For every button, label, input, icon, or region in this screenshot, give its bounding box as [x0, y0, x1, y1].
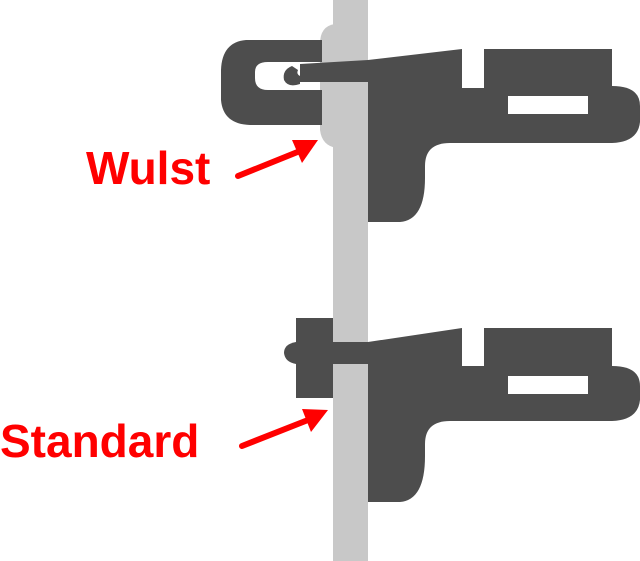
label-wulst: Wulst — [86, 142, 210, 194]
arrow-wulst-shaft — [235, 148, 303, 179]
wulst-slot — [508, 96, 588, 114]
wulst-hook — [221, 40, 322, 125]
panel — [333, 0, 368, 561]
standard-clip-body — [296, 328, 640, 502]
annotation-standard: Standard — [0, 409, 328, 467]
wulst-arm — [322, 64, 368, 82]
standard-arm — [333, 342, 368, 364]
label-standard: Standard — [0, 415, 199, 467]
clip-standard — [284, 318, 640, 502]
arrow-standard-head — [302, 409, 328, 432]
wulst-hook-tip — [283, 66, 300, 86]
wulst-bead — [320, 24, 337, 148]
annotation-wulst: Wulst — [86, 140, 318, 194]
arrow-standard-shaft — [239, 417, 311, 449]
standard-slot — [508, 376, 588, 394]
clip-wulst — [221, 24, 640, 222]
arrow-wulst-head — [292, 140, 318, 163]
standard-hook-end — [284, 342, 296, 364]
wulst-clip-body — [300, 49, 640, 222]
